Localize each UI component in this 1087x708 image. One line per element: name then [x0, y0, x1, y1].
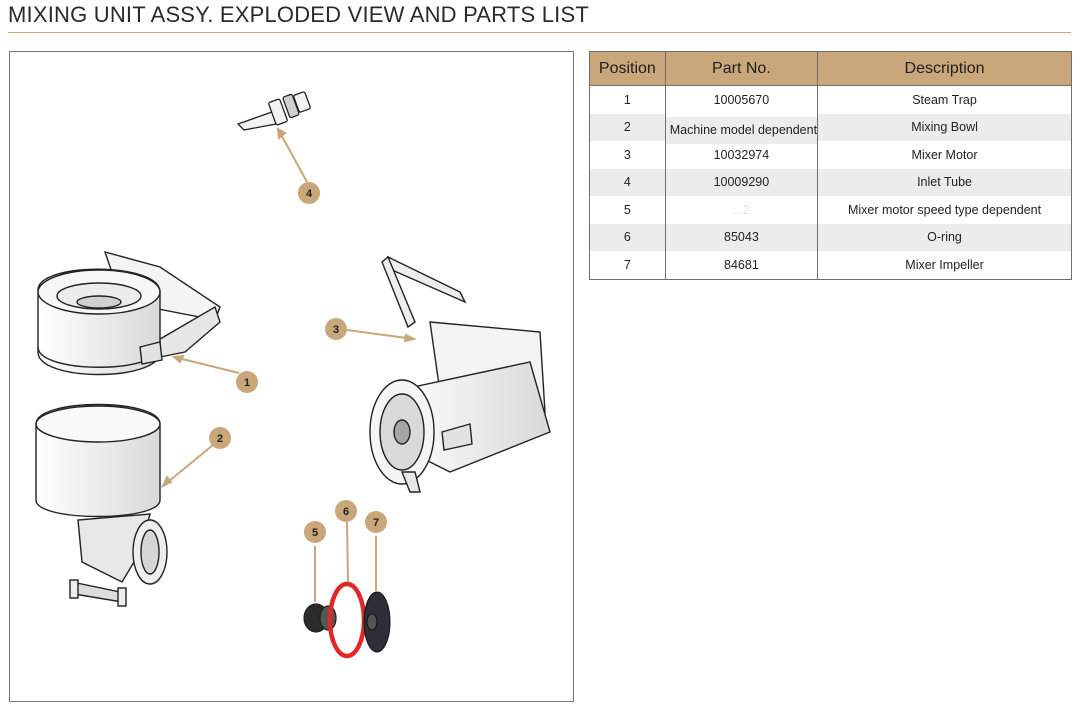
- mixer-motor-part: [369, 255, 551, 493]
- callout-1: 1: [236, 371, 258, 393]
- cell-description: Mixer Motor: [817, 141, 1072, 169]
- cell-description: Mixing Bowl: [817, 113, 1072, 141]
- table-header-row: Position Part No. Description: [589, 51, 1072, 86]
- callout-5: 5: [304, 521, 326, 543]
- callout-4: 4: [298, 182, 320, 204]
- parts-list-table: Position Part No. Description 1 10005670…: [589, 51, 1072, 280]
- mixer-impeller-part: [363, 591, 391, 653]
- svg-text:5: 5: [312, 527, 318, 539]
- header-description: Description: [817, 51, 1072, 86]
- cell-part-no: 84681: [664, 251, 819, 280]
- cell-description: O-ring: [817, 223, 1072, 251]
- table-row: 2 Machine model dependent Mixing Bowl: [589, 113, 1072, 144]
- steam-trap-part: [37, 250, 221, 376]
- cell-part-no: 10005670: [664, 85, 819, 114]
- table-row: 4 10009290 Inlet Tube: [589, 168, 1072, 196]
- header-position: Position: [589, 51, 666, 86]
- leader-lines: [160, 127, 417, 602]
- header-part-no: Part No.: [664, 51, 819, 86]
- cell-part-no: ...2: [664, 196, 819, 224]
- table-row: 7 84681 Mixer Impeller: [589, 251, 1072, 280]
- callout-7: 7: [365, 511, 387, 533]
- svg-text:4: 4: [306, 188, 313, 200]
- callout-6: 6: [335, 500, 357, 522]
- cell-position: 7: [589, 251, 666, 280]
- cell-position: 6: [589, 223, 666, 251]
- cell-position: 2: [589, 113, 666, 141]
- callout-3: 3: [325, 318, 347, 340]
- cell-part-no: 10009290: [664, 168, 819, 196]
- svg-text:6: 6: [343, 506, 349, 518]
- cell-description: Inlet Tube: [817, 168, 1072, 196]
- cell-part-no: 10032974: [664, 141, 819, 169]
- cell-position: 1: [589, 85, 666, 114]
- title-divider: [8, 32, 1071, 33]
- cell-description: Steam Trap: [817, 85, 1072, 114]
- cell-part-no: 85043: [664, 223, 819, 251]
- table-row: 1 10005670 Steam Trap: [589, 85, 1072, 114]
- svg-text:2: 2: [217, 433, 223, 445]
- mixing-bowl-part: [35, 403, 168, 607]
- cell-position: 4: [589, 168, 666, 196]
- svg-text:1: 1: [244, 377, 250, 389]
- cell-position: 5: [589, 196, 666, 224]
- table-row: 3 10032974 Mixer Motor: [589, 141, 1072, 169]
- cell-position: 3: [589, 141, 666, 169]
- cell-part-no: Machine model dependent: [664, 116, 819, 144]
- table-row: 5 ...2 Mixer motor speed type dependent: [589, 196, 1072, 224]
- page-title: MIXING UNIT ASSY. EXPLODED VIEW AND PART…: [8, 2, 589, 27]
- cell-description: Mixer motor speed type dependent: [817, 196, 1072, 224]
- table-row: 6 85043 O-ring: [589, 223, 1072, 251]
- svg-text:7: 7: [373, 517, 379, 529]
- callout-2: 2: [209, 427, 231, 449]
- cell-description: Mixer Impeller: [817, 251, 1072, 280]
- exploded-view-diagram: 4 1 2 3 5 6 7: [9, 51, 574, 702]
- inlet-tube-part: [236, 91, 311, 131]
- svg-text:3: 3: [333, 324, 339, 336]
